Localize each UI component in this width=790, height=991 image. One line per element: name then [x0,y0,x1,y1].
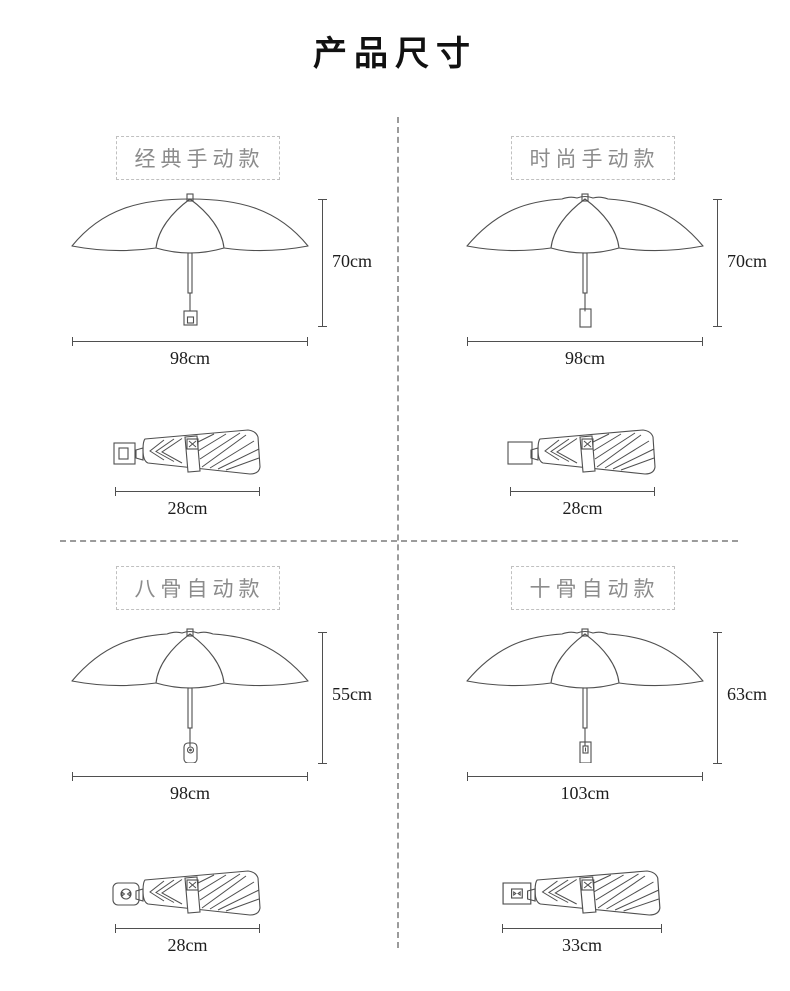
height-dimension-label: 55cm [332,684,372,704]
width-dimension-label: 98cm [170,348,210,368]
variant-label: 十骨自动款 [529,578,660,601]
variant-label: 八骨自动款 [134,578,265,601]
folded-length-dimension-line: 28cm [115,487,260,518]
folded-length-dimension-line: 28cm [115,924,260,955]
open-umbrella-illustration [466,628,704,763]
width-dimension-label: 98cm [170,783,210,803]
variant-label-box: 十骨自动款 [510,566,675,610]
folded-length-dimension-line: 33cm [502,924,662,955]
page-title: 产品尺寸 [313,35,477,73]
width-dimension-line: 98cm [72,337,308,368]
width-dimension-line: 98cm [467,337,703,368]
panel-fashion-manual: 时尚手动款 70cm 98cm 28cm [395,115,790,540]
folded-length-dimension-label: 33cm [562,935,602,955]
open-umbrella-illustration [71,628,309,763]
variant-label-box: 经典手动款 [115,136,280,180]
folded-length-dimension-label: 28cm [562,498,603,518]
height-dimension-line: 55cm [318,632,372,764]
folded-umbrella-illustration [507,429,656,475]
height-dimension-line: 63cm [713,632,767,764]
height-dimension-line: 70cm [318,199,372,327]
height-dimension-label: 70cm [332,251,372,271]
variant-label: 时尚手动款 [529,148,660,171]
width-dimension-line: 103cm [467,772,703,803]
folded-length-dimension-line: 28cm [510,487,655,518]
folded-umbrella-illustration [113,429,261,475]
height-dimension-label: 63cm [727,684,767,704]
folded-length-dimension-label: 28cm [167,935,208,955]
panel-eight-rib-auto: 八骨自动款 55cm 98cm 28cm [0,540,395,991]
width-dimension-label: 103cm [560,783,610,803]
folded-length-dimension-label: 28cm [167,498,208,518]
height-dimension-label: 70cm [727,251,767,271]
folded-umbrella-illustration [502,870,661,916]
variant-label-box: 八骨自动款 [115,566,280,610]
height-dimension-line: 70cm [713,199,767,327]
width-dimension-label: 98cm [565,348,605,368]
horizontal-dashed-divider [60,540,738,542]
width-dimension-line: 98cm [72,772,308,803]
folded-umbrella-illustration [112,870,261,916]
open-umbrella-illustration [466,193,704,328]
vertical-dashed-divider [397,117,399,948]
panel-ten-rib-auto: 十骨自动款 63cm 103cm 33cm [395,540,790,991]
panel-classic-manual: 经典手动款 70cm 98cm 28cm [0,115,395,540]
variant-label: 经典手动款 [134,148,265,171]
variant-label-box: 时尚手动款 [510,136,675,180]
open-umbrella-illustration [71,193,309,326]
